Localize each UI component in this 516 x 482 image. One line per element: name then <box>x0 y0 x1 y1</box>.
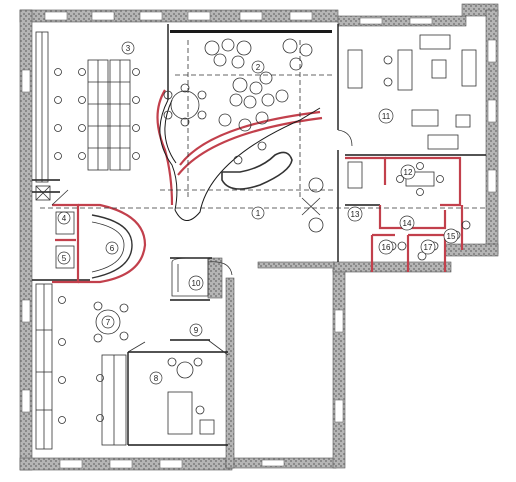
room-number: 13 <box>351 210 360 219</box>
room-label-11: 11 <box>378 108 394 124</box>
room-number: 5 <box>62 254 67 263</box>
curved-partition <box>159 99 321 221</box>
room-label-7: 7 <box>101 315 115 329</box>
windows <box>21 11 497 469</box>
top-wall-segment <box>170 30 332 33</box>
room-label-1: 1 <box>251 206 265 220</box>
room-label-16: 16 <box>378 239 394 255</box>
room-marker-circle <box>101 315 115 329</box>
room-number: 8 <box>154 374 159 383</box>
room-marker-circle <box>57 211 71 225</box>
room-label-8: 8 <box>149 371 163 385</box>
room-number: 10 <box>192 279 201 288</box>
room-marker-circle <box>251 60 265 74</box>
room-label-13: 13 <box>347 206 363 222</box>
room-label-15: 15 <box>443 228 459 244</box>
room-number: 2 <box>256 63 261 72</box>
room-marker-circle <box>149 371 163 385</box>
room-number: 14 <box>403 219 412 228</box>
room-marker-circle <box>400 164 416 180</box>
room-number: 1 <box>256 209 261 218</box>
room-label-9: 9 <box>189 323 203 337</box>
outer-walls <box>19 3 499 471</box>
room-label-10: 10 <box>188 275 204 291</box>
room-marker-circle <box>420 239 436 255</box>
room-marker-circle <box>378 239 394 255</box>
door-swings <box>51 129 353 356</box>
room-label-12: 12 <box>400 164 416 180</box>
room-number: 6 <box>110 244 115 253</box>
room-label-5: 5 <box>57 251 71 265</box>
room-marker-circle <box>121 41 135 55</box>
room-number: 7 <box>106 318 111 327</box>
room-marker-circle <box>251 206 265 220</box>
room-number: 15 <box>447 232 456 241</box>
room-marker-circle <box>57 251 71 265</box>
interior-walls <box>32 24 486 446</box>
room-label-6: 6 <box>105 241 119 255</box>
room-marker-circle <box>378 108 394 124</box>
room-marker-circle <box>105 241 119 255</box>
room-number: 3 <box>126 44 131 53</box>
room-marker-circle <box>189 323 203 337</box>
room-number: 11 <box>382 112 391 121</box>
room-number: 9 <box>194 326 199 335</box>
room-number: 16 <box>382 243 391 252</box>
room-number: 17 <box>424 243 433 252</box>
room-label-14: 14 <box>399 215 415 231</box>
room-label-17: 17 <box>420 239 436 255</box>
room-marker-circle <box>188 275 204 291</box>
room-number: 12 <box>404 168 413 177</box>
furniture <box>35 31 477 450</box>
room-label-2: 2 <box>251 60 265 74</box>
room-number: 4 <box>62 214 67 223</box>
room-label-3: 3 <box>121 41 135 55</box>
room-label-4: 4 <box>57 211 71 225</box>
dashed-lines <box>40 40 486 209</box>
room-marker-circle <box>399 215 415 231</box>
room-marker-circle <box>443 228 459 244</box>
room-marker-circle <box>347 206 363 222</box>
